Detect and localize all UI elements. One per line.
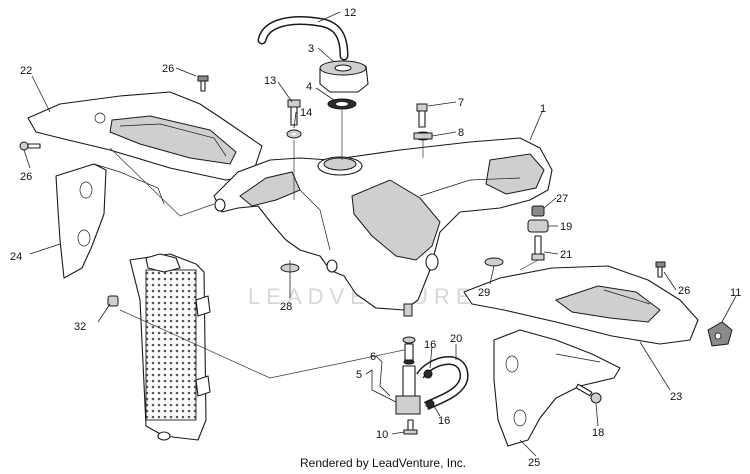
- fuel-tank[interactable]: [213, 137, 553, 317]
- right-shroud[interactable]: [463, 265, 699, 345]
- callout-18: 18: [592, 427, 604, 439]
- callout-16-top: 16: [424, 339, 436, 351]
- callout-24: 24: [10, 251, 22, 263]
- callout-8: 8: [458, 127, 464, 139]
- right-lower-cover[interactable]: [493, 329, 621, 447]
- hose-clamp-16-bottom[interactable]: [425, 399, 435, 409]
- callout-23: 23: [670, 391, 682, 403]
- bolt-7[interactable]: [416, 103, 428, 128]
- callout-1: 1: [540, 103, 546, 115]
- callout-29: 29: [478, 287, 490, 299]
- radiator-clip[interactable]: [107, 295, 119, 307]
- spacer-19[interactable]: [527, 219, 549, 233]
- callout-7: 7: [458, 97, 464, 109]
- callout-32: 32: [74, 321, 86, 333]
- callout-21: 21: [560, 249, 572, 261]
- callout-25: 25: [528, 457, 540, 469]
- screw-26-right[interactable]: [655, 261, 666, 278]
- callout-19: 19: [560, 221, 572, 233]
- screw-26-top[interactable]: [197, 75, 209, 92]
- radiator[interactable]: [129, 253, 211, 441]
- leader-lines: [23, 11, 737, 457]
- callout-27: 27: [556, 193, 568, 205]
- cap-gasket[interactable]: [327, 98, 357, 110]
- washer-14[interactable]: [286, 129, 302, 139]
- callout-26-top: 26: [162, 63, 174, 75]
- nut-11[interactable]: [707, 321, 733, 347]
- callout-26-left: 26: [20, 171, 32, 183]
- hose-clamp-16-top[interactable]: [423, 369, 433, 379]
- bolt-13[interactable]: [287, 99, 301, 126]
- callout-13: 13: [264, 75, 276, 87]
- callout-20: 20: [450, 333, 462, 345]
- callout-22: 22: [20, 65, 32, 77]
- vent-hose[interactable]: [257, 16, 349, 61]
- callout-3: 3: [308, 43, 314, 55]
- callout-28: 28: [280, 301, 292, 313]
- left-lower-cover[interactable]: [55, 163, 165, 279]
- reference-lines: [109, 110, 539, 379]
- callouts: 12 3 4 13 14 7 8 1 27 19 21 29 28 26 22 …: [10, 7, 741, 469]
- bolt-21[interactable]: [531, 235, 545, 261]
- callout-5: 5: [356, 369, 362, 381]
- fuel-cap[interactable]: [319, 60, 369, 93]
- collar-8[interactable]: [413, 131, 433, 141]
- damper-27[interactable]: [531, 205, 545, 217]
- left-shroud[interactable]: [27, 91, 263, 181]
- callout-16-bottom: 16: [438, 415, 450, 427]
- screw-18[interactable]: [575, 383, 602, 404]
- fuel-line-20[interactable]: [416, 356, 469, 411]
- footer-credit: Rendered by LeadVenture, Inc.: [300, 456, 466, 470]
- washer-29[interactable]: [484, 257, 504, 267]
- callout-10: 10: [376, 429, 388, 441]
- callout-11: 11: [730, 287, 741, 299]
- screw-26-left[interactable]: [19, 141, 41, 151]
- callout-4: 4: [306, 81, 312, 93]
- callout-26-right: 26: [678, 285, 690, 297]
- callout-14: 14: [300, 107, 312, 119]
- callout-12: 12: [344, 7, 356, 19]
- fuel-petcock[interactable]: [395, 336, 421, 435]
- callout-6: 6: [370, 351, 376, 363]
